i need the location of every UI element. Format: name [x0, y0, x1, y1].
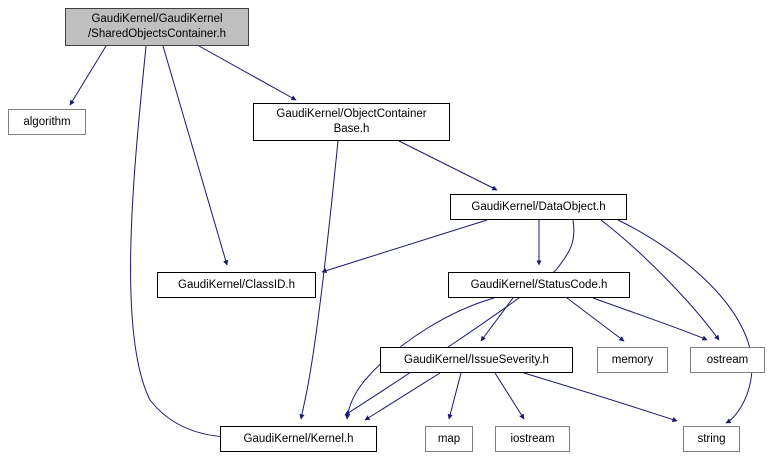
edge-dataobject-to-ostream: [600, 219, 720, 341]
dependency-edges: [69, 45, 753, 440]
graph-node-kernel[interactable]: GaudiKernel/Kernel.h: [220, 426, 377, 452]
edge-dataobject-to-classid: [321, 219, 488, 274]
graph-node-classid[interactable]: GaudiKernel/ClassID.h: [157, 272, 316, 298]
graph-node-dataobject[interactable]: GaudiKernel/DataObject.h: [450, 194, 627, 220]
edge-issueseverity-to-string: [523, 372, 678, 422]
graph-node-label: ostream: [706, 353, 749, 366]
edge-statuscode-to-kernel: [344, 297, 495, 420]
edge-root-to-algorithm: [69, 45, 107, 106]
edge-root-to-kernel: [130, 45, 227, 440]
edge-objcontbase-to-kernel: [299, 140, 339, 420]
graph-node-label: GaudiKernel/StatusCode.h: [470, 278, 608, 291]
graph-node-statuscode[interactable]: GaudiKernel/StatusCode.h: [448, 272, 630, 298]
graph-node-label: memory: [611, 353, 654, 366]
edge-statuscode-to-ostream: [592, 297, 708, 341]
graph-node-issueseverity[interactable]: GaudiKernel/IssueSeverity.h: [380, 347, 573, 373]
edge-statuscode-to-memory: [566, 297, 625, 342]
graph-node-objcontbase[interactable]: GaudiKernel/ObjectContainer Base.h: [253, 103, 450, 141]
edge-objcontbase-to-dataobject: [398, 140, 498, 191]
graph-node-label: algorithm: [23, 115, 71, 128]
edge-dataobject-to-string: [617, 219, 753, 424]
edge-issueseverity-to-map: [447, 372, 462, 420]
edge-root-to-classid: [162, 45, 229, 266]
graph-node-label: map: [437, 432, 461, 445]
graph-node-ostream[interactable]: ostream: [690, 347, 765, 373]
graph-node-string[interactable]: string: [683, 426, 740, 452]
graph-node-map[interactable]: map: [425, 426, 473, 452]
graph-node-label: GaudiKernel/DataObject.h: [471, 200, 606, 213]
graph-node-label: GaudiKernel/GaudiKernel /SharedObjectsCo…: [87, 13, 227, 40]
graph-node-label: GaudiKernel/ClassID.h: [178, 278, 295, 291]
graph-node-algorithm[interactable]: algorithm: [8, 109, 86, 135]
graph-node-label: iostream: [510, 432, 555, 445]
graph-node-label: GaudiKernel/Kernel.h: [243, 432, 354, 445]
edge-root-to-objcontbase: [198, 45, 297, 101]
graph-node-label: GaudiKernel/ObjectContainer Base.h: [276, 108, 427, 135]
graph-node-label: string: [697, 432, 726, 445]
edge-statuscode-to-issueseverity: [480, 297, 514, 342]
edge-dataobject-to-kernel: [344, 219, 575, 416]
graph-node-root[interactable]: GaudiKernel/GaudiKernel /SharedObjectsCo…: [65, 8, 249, 46]
edge-issueseverity-to-kernel: [364, 372, 441, 421]
edge-issueseverity-to-iostream: [494, 372, 525, 420]
graph-node-label: GaudiKernel/IssueSeverity.h: [404, 353, 549, 366]
graph-node-iostream[interactable]: iostream: [495, 426, 570, 452]
graph-node-memory[interactable]: memory: [597, 347, 668, 373]
